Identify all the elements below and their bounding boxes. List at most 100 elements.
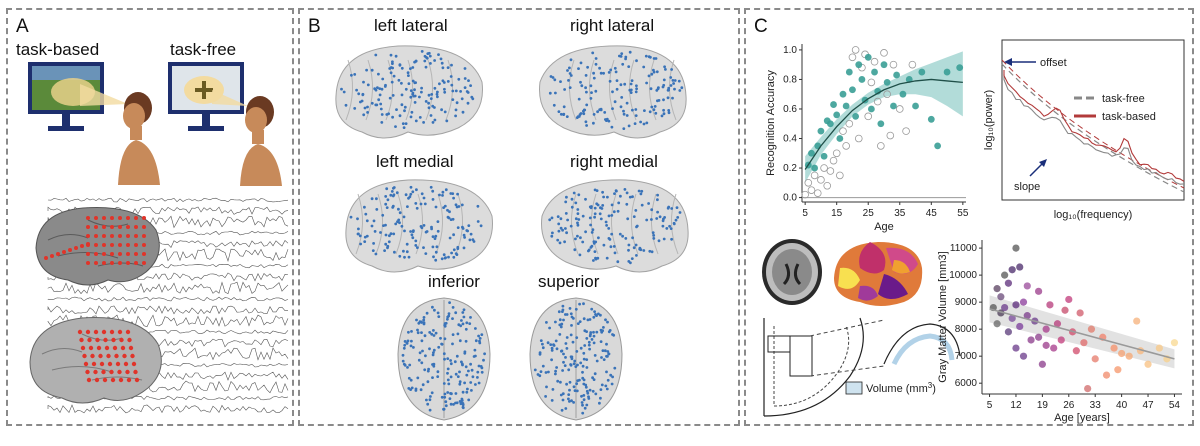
electrode-dot: [590, 91, 593, 94]
electrode-dot: [420, 339, 424, 343]
electrode-dot: [558, 333, 562, 336]
electrode-dot: [430, 332, 434, 336]
electrode-dot: [577, 67, 580, 70]
electrode-dot: [619, 194, 622, 198]
filled-point: [817, 127, 825, 135]
electrode-dot: [370, 224, 374, 228]
electrode-dot: [575, 389, 579, 393]
electrode-dot: [402, 346, 406, 350]
data-point: [1053, 320, 1062, 328]
electrode-dot: [426, 380, 430, 384]
electrode-dot: [382, 224, 385, 227]
electrode-dot: [432, 348, 436, 352]
electrode-dot: [467, 398, 471, 402]
electrode-dot: [562, 105, 566, 109]
electrode-dot: [392, 186, 396, 189]
filled-point: [849, 86, 856, 94]
electrode-dot: [407, 74, 410, 77]
electrode-dot: [437, 345, 441, 349]
electrode-dot: [586, 391, 590, 395]
strip-electrode: [86, 242, 90, 246]
electrode-dot: [388, 234, 391, 238]
electrode-dot: [349, 215, 353, 219]
electrode-dot: [601, 190, 604, 194]
electrode-dot: [400, 93, 404, 97]
depth-electrode: [119, 337, 124, 343]
electrode-dot: [403, 105, 407, 109]
electrode-dot: [460, 319, 463, 322]
electrode-dot: [470, 95, 474, 99]
electrode-dot: [592, 341, 596, 345]
electrode-dot: [432, 255, 435, 259]
filled-point: [899, 90, 907, 98]
grid-electrode: [86, 216, 90, 220]
grid-electrode: [94, 216, 98, 220]
electrode-dot: [573, 389, 577, 392]
electrode-dot: [549, 343, 553, 346]
electrode-dot: [618, 54, 621, 58]
electrode-dot: [479, 365, 483, 368]
electrode-dot: [581, 370, 584, 374]
electrode-dot: [598, 66, 601, 70]
electrode-dot: [628, 195, 632, 199]
x-tick-label: 5: [802, 208, 808, 219]
electrode-dot: [385, 187, 389, 191]
grid-electrode: [110, 216, 114, 220]
grid-electrode: [126, 261, 130, 265]
electrode-dot: [474, 327, 477, 330]
electrode-dot: [410, 110, 414, 114]
electrode-dot: [455, 354, 459, 358]
fit-curve: [804, 78, 963, 170]
electrode-dot: [648, 110, 652, 114]
electrode-dot: [634, 108, 638, 111]
electrode-dot: [467, 79, 470, 82]
electrode-dot: [557, 222, 561, 226]
electrode-dot: [621, 62, 625, 66]
depth-electrode: [79, 337, 84, 343]
electrode-dot: [389, 232, 393, 236]
electrode-dot: [455, 205, 459, 209]
electrode-dot: [434, 205, 438, 209]
task-free-label: task-free: [170, 40, 237, 59]
electrode-dot: [438, 82, 441, 86]
annotation-offset: offset: [1040, 57, 1067, 69]
electrode-dot: [649, 87, 653, 91]
electrode-dot: [672, 82, 675, 85]
depth-electrode: [101, 329, 107, 335]
electrode-dot: [568, 307, 572, 310]
electrode-dot: [580, 394, 583, 398]
electrode-dot: [359, 242, 362, 246]
hollow-point: [823, 181, 832, 190]
electrode-dot: [384, 233, 388, 237]
electrode-dot: [427, 101, 430, 105]
electrode-dot: [384, 242, 388, 246]
electrode-dot: [599, 107, 603, 111]
electrode-dot: [456, 192, 459, 196]
brain-sulcus: [365, 59, 373, 121]
electrode-dot: [594, 57, 598, 60]
data-point: [1035, 333, 1043, 341]
electrode-dot: [414, 202, 418, 205]
electrode-dot: [559, 325, 563, 329]
electrode-dot: [416, 331, 420, 335]
electrode-dot: [446, 391, 450, 394]
electrode-dot: [407, 330, 410, 334]
confidence-band: [805, 51, 963, 183]
data-point: [1001, 271, 1009, 279]
electrode-dot: [448, 397, 452, 400]
electrode-dot: [380, 87, 384, 91]
data-point: [1016, 322, 1024, 331]
electrode-dot: [565, 115, 569, 118]
electrode-dot: [561, 310, 564, 313]
brain-sulcus: [355, 193, 363, 255]
electrode-dot: [446, 208, 449, 212]
electrode-dot: [643, 109, 646, 112]
electrode-dot: [370, 197, 374, 201]
electrode-dot: [592, 71, 595, 75]
electrode-dot: [576, 212, 580, 215]
electrode-dot: [629, 82, 633, 86]
electrode-dot: [656, 87, 660, 91]
electrode-dot: [561, 228, 564, 232]
electrode-dot: [616, 260, 620, 264]
electrode-dot: [451, 333, 455, 336]
